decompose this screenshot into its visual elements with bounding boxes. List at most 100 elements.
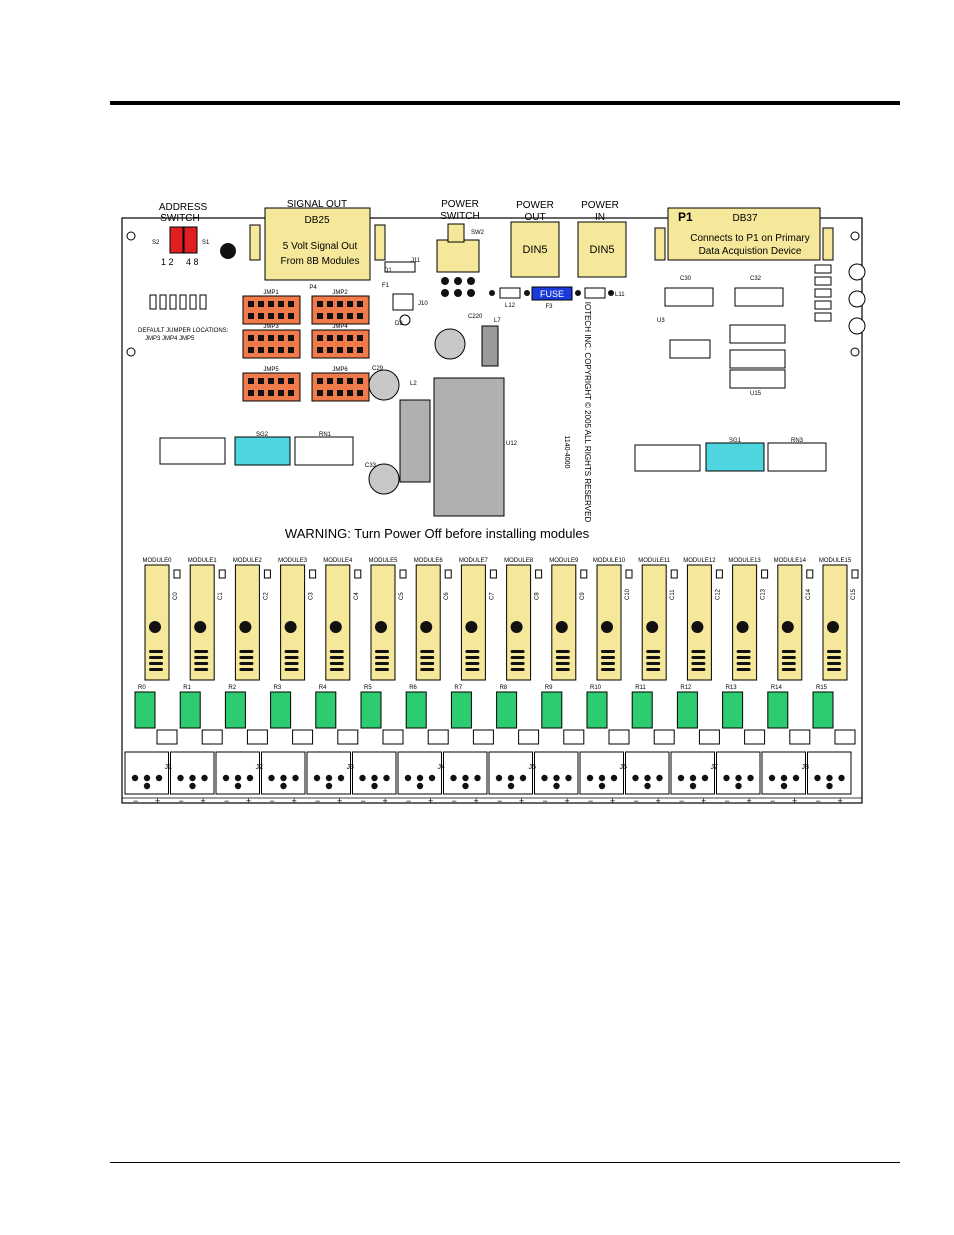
terminal-screw: [541, 774, 548, 782]
module-pin: [149, 650, 163, 653]
terminal-screw: [234, 782, 242, 790]
module-pin: [329, 656, 344, 659]
u3-label: U3: [657, 318, 665, 324]
terminal-screw: [462, 782, 469, 790]
cap-pad: [354, 569, 362, 579]
pot-label: R11: [635, 685, 646, 691]
mount-standoff: [220, 243, 236, 259]
cap-label: C15: [851, 588, 857, 600]
pot-label: R15: [816, 685, 828, 691]
power-switch-pins: [441, 277, 475, 297]
trim-pot: [496, 691, 518, 729]
terminal-header: [518, 729, 540, 745]
module-pin: [149, 668, 163, 671]
terminal-block-label: J7: [711, 764, 719, 771]
terminal-block-label: J1: [165, 764, 173, 771]
module-pin: [601, 656, 615, 659]
module-pin: [194, 662, 209, 665]
module-standoff: [736, 621, 749, 633]
polarity-minus: −: [452, 796, 457, 806]
module-label: MODULE13: [728, 558, 761, 564]
module-standoff: [239, 621, 252, 633]
cap-label: C14: [806, 588, 812, 600]
l2-label: L2: [410, 381, 417, 387]
cap-label: C1: [218, 592, 224, 600]
module-pin: [329, 662, 344, 665]
switch-bits-left: 1 2: [161, 257, 174, 267]
terminal-screw: [689, 782, 697, 790]
terminal-header: [427, 729, 449, 745]
address-switch-s1: [183, 226, 198, 254]
via: [524, 290, 530, 296]
polarity-minus: −: [315, 796, 320, 806]
j10-header: J10: [392, 293, 428, 311]
jumper-pin: [327, 347, 333, 353]
jumper-jmp3: [242, 329, 301, 359]
module-standoff: [601, 621, 613, 633]
ic-chip: [159, 437, 226, 465]
header-rule: [110, 101, 900, 105]
power-out-label-1: POWER: [516, 200, 554, 211]
module-pin: [465, 656, 480, 659]
inductor-l2: [399, 399, 431, 483]
jumper-pin: [337, 301, 343, 307]
din5-in-label: DIN5: [589, 244, 614, 256]
trim-pot: [224, 691, 246, 729]
u12-label: U12: [506, 441, 518, 447]
module-pin: [827, 650, 841, 653]
cap-label: C9: [580, 592, 586, 600]
led: [848, 263, 866, 281]
jumper-label: JMP1: [263, 290, 279, 296]
u15-label: U15: [750, 391, 762, 397]
terminal-block-label: J8: [802, 764, 810, 771]
default-jumper-note-2: JMP3 JMP4 JMP5: [145, 336, 195, 342]
module-label: MODULE15: [819, 558, 852, 564]
terminal-screw: [462, 774, 469, 782]
jumper-pin: [248, 378, 254, 384]
cap-label: C6: [444, 592, 450, 600]
polarity-plus: +: [201, 796, 206, 806]
inductor-l7: [481, 325, 499, 367]
module-pin: [781, 662, 796, 665]
db25-label: DB25: [304, 215, 329, 226]
mount-hole: [126, 231, 136, 241]
inductor-l11: [584, 287, 606, 299]
terminal-screw: [177, 774, 184, 782]
jumper-pin: [248, 313, 254, 319]
jumper-pin: [357, 347, 363, 353]
jumper-pin: [278, 390, 284, 396]
d1-label: D1: [384, 268, 392, 274]
part-number: 1140-4000: [563, 436, 570, 469]
terminal-screw: [495, 774, 503, 782]
module-pin: [149, 656, 163, 659]
l11-label: L11: [615, 292, 625, 298]
jumper-pin: [317, 313, 323, 319]
trim-pot: [179, 691, 201, 729]
polarity-plus: +: [792, 796, 797, 806]
db25-connector: [264, 207, 371, 281]
polarity-plus: +: [565, 796, 570, 806]
module-pin: [284, 662, 299, 665]
terminal-header: [156, 729, 178, 745]
polarity-plus: +: [474, 796, 479, 806]
module-standoff: [555, 621, 568, 633]
module-pin: [691, 656, 706, 659]
terminal-screw: [838, 774, 845, 782]
terminal-screw: [201, 774, 208, 782]
jumper-pin: [347, 390, 353, 396]
terminal-screw: [747, 774, 754, 782]
jumper-pin: [347, 301, 353, 307]
polarity-minus: −: [133, 796, 138, 806]
via: [608, 290, 614, 296]
cap-label: C2: [263, 592, 269, 600]
jumper-jmp4: [311, 329, 370, 359]
cap-pad: [218, 569, 226, 579]
module-pin: [149, 662, 163, 665]
terminal-block-label: J3: [347, 764, 355, 771]
module-standoff: [329, 621, 342, 633]
cap-label: C11: [670, 589, 676, 600]
jumper-pin: [327, 378, 333, 384]
terminal-screw: [723, 774, 730, 782]
